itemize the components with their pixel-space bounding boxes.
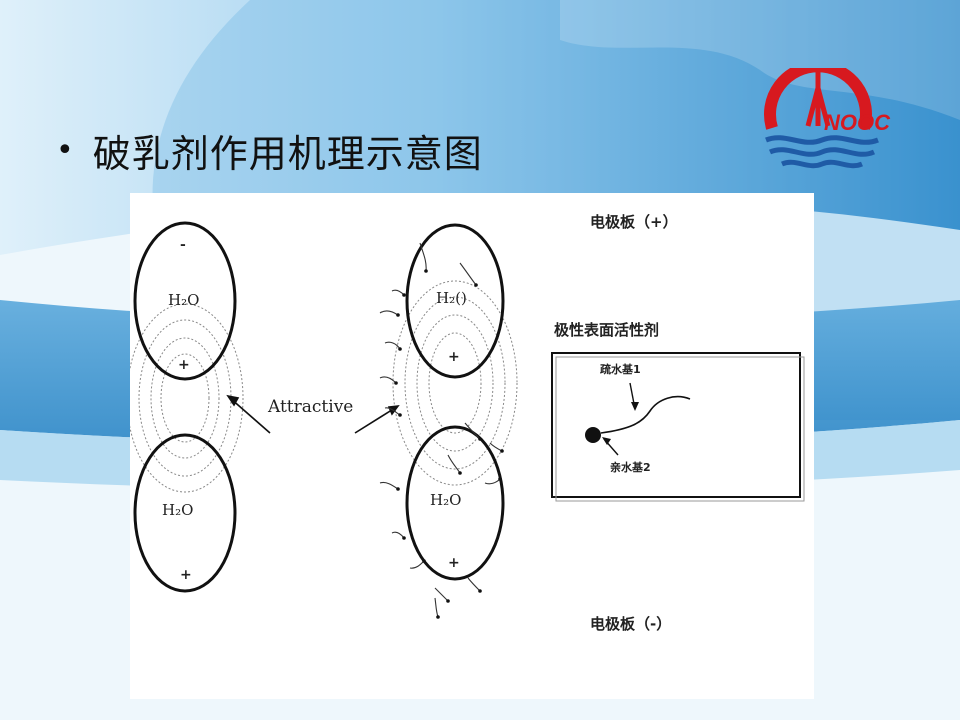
- surfactant-title: 极性表面活性剂: [554, 321, 660, 339]
- title-text: 破乳剂作用机理示意图: [92, 131, 483, 176]
- right-top-molecule-label: H₂(): [436, 289, 467, 307]
- right-field-rings: [392, 280, 518, 486]
- electrode-top-label: 电极板（+）: [590, 213, 678, 231]
- hydrophobic-tail: [600, 395, 691, 434]
- left-bottom-molecule-label: H₂O: [162, 501, 194, 519]
- electrode-bottom-label: 电极板（-）: [590, 615, 672, 633]
- slide-title: • 破乳剂作用机理示意图: [56, 120, 483, 180]
- left-top-ellipse: [133, 221, 237, 381]
- title-bullet: •: [56, 132, 75, 168]
- mechanism-diagram: [130, 221, 805, 619]
- hydrophobic-label: 疏水基1: [600, 363, 641, 376]
- left-bottom-ellipse: [133, 433, 237, 593]
- attractive-label: Attractive: [268, 397, 354, 417]
- diagram-panel: - H₂O + H₂O + Attractive H₂() + H₂O + 电极…: [130, 193, 814, 699]
- right-top-plus: +: [448, 349, 460, 365]
- left-top-plus: +: [178, 357, 190, 373]
- left-bottom-plus: +: [180, 567, 192, 583]
- right-bottom-ellipse: [405, 425, 505, 581]
- logo-text: NOOC: [824, 110, 891, 135]
- hydrophilic-label: 亲水基2: [610, 461, 651, 474]
- right-molecules: [405, 223, 505, 581]
- left-top-molecule-label: H₂O: [168, 291, 200, 309]
- left-molecules: [133, 221, 237, 593]
- right-bottom-molecule-label: H₂O: [430, 491, 462, 509]
- company-logo: NOOC: [764, 68, 891, 169]
- surfactant-box: [551, 352, 805, 502]
- right-top-ellipse: [405, 223, 505, 379]
- left-top-minus: -: [180, 237, 186, 253]
- hydrophilic-head: [585, 427, 601, 443]
- right-bottom-plus: +: [448, 555, 460, 571]
- logo-emblem-icon: [764, 68, 879, 169]
- surfactant-heads: [394, 269, 504, 619]
